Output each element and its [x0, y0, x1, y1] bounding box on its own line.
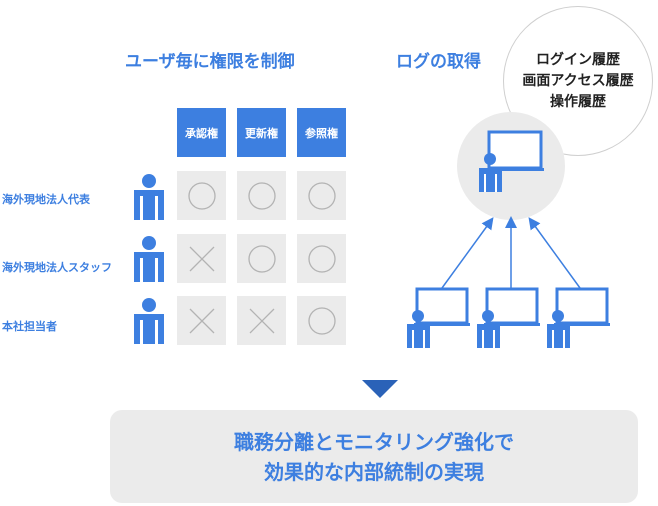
permission-cell: [237, 296, 286, 345]
permission-section-title: ユーザ毎に権限を制御: [125, 52, 295, 72]
column-header-update: 更新権: [237, 108, 286, 157]
permission-cell: [177, 234, 226, 283]
computer-user-icon: [407, 287, 470, 348]
log-collection-server: [457, 112, 565, 220]
permission-cell: [237, 171, 286, 220]
conclusion-box: 職務分離とモニタリング強化で 効果的な内部統制の実現: [110, 410, 638, 503]
triangle-down-icon: [362, 380, 398, 398]
bubble-line-login-history: ログイン履歴: [536, 51, 620, 68]
permission-cell: [297, 296, 346, 345]
permission-cell: [177, 296, 226, 345]
person-icon: [134, 236, 164, 282]
person-icon: [134, 298, 164, 344]
row-label-overseas-staff: 海外現地法人スタッフ: [2, 261, 112, 274]
permission-cell: [177, 171, 226, 220]
cross-mark-icon: [189, 308, 214, 333]
log-section-title: ログの取得: [396, 52, 481, 72]
circle-mark-icon: [307, 244, 336, 273]
circle-mark-icon: [247, 244, 276, 273]
permission-cell: [237, 234, 286, 283]
computer-user-icon: [547, 287, 610, 348]
column-header-approval: 承認権: [177, 108, 226, 157]
column-header-view: 参照権: [297, 108, 346, 157]
bubble-line-operation-history: 操作履歴: [550, 93, 606, 110]
circle-mark-icon: [247, 181, 276, 210]
person-icon: [134, 174, 164, 220]
computer-user-icon: [479, 130, 544, 192]
row-label-overseas-representative: 海外現地法人代表: [2, 193, 90, 206]
permission-cell: [297, 171, 346, 220]
log-arrows: [441, 216, 581, 289]
circle-mark-icon: [307, 306, 336, 335]
conclusion-line-1: 職務分離とモニタリング強化で: [234, 429, 514, 454]
conclusion-line-2: 効果的な内部統制の実現: [264, 459, 484, 484]
circle-mark-icon: [187, 181, 216, 210]
row-label-headquarters-staff: 本社担当者: [2, 320, 57, 333]
circle-mark-icon: [307, 181, 336, 210]
cross-mark-icon: [249, 308, 274, 333]
cross-mark-icon: [189, 246, 214, 271]
permission-cell: [297, 234, 346, 283]
computer-user-icon: [477, 287, 540, 348]
bubble-line-screen-access-history: 画面アクセス履歴: [522, 72, 634, 89]
